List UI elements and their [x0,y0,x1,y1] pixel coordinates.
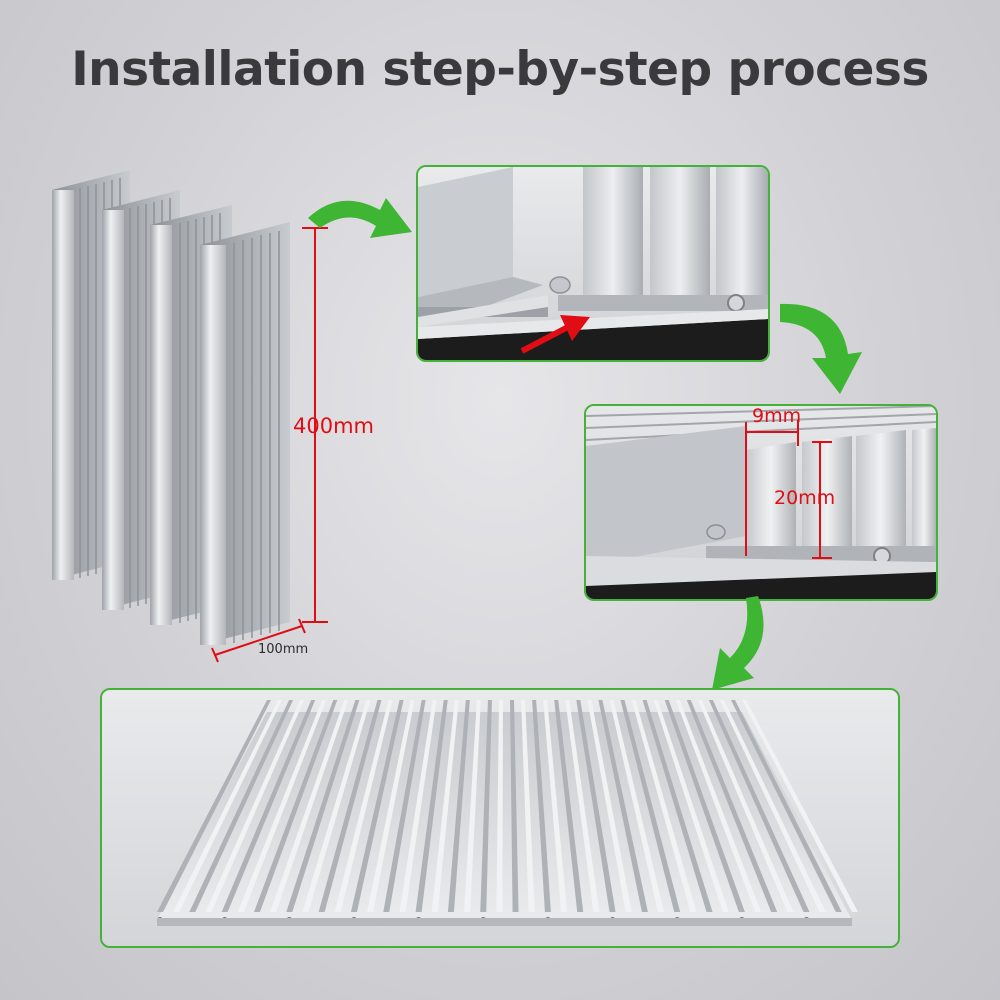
plate-fin [609,700,665,912]
plate-fin [464,700,481,912]
step-assembled-plate-panel [100,688,900,948]
plate-fin [253,700,338,912]
plate-fin [742,700,858,912]
plate-fin [270,700,349,912]
curved-arrow-icon [780,303,862,394]
width-dimension-label: 100mm [258,642,309,657]
plate-fin [367,700,415,912]
plate-fin [686,700,778,912]
plate-fin [521,700,535,912]
plate-fin [587,700,632,912]
step-joint-insert-panel [416,165,770,362]
plate-fin [221,700,316,912]
plate-fin [675,700,762,912]
plate-fin [543,700,568,912]
fin-profile [549,167,768,312]
plate-fin [496,700,503,912]
fin-gap-dimension-line [745,420,799,556]
plate-fin [189,700,294,912]
plate-fin [631,700,697,912]
plate-fin [447,700,470,912]
page-title: Installation step-by-step process [71,42,929,97]
plate-fin [576,700,616,912]
fin-height-dimension-line [812,441,832,559]
fin-height-dimension-label: 20mm [774,487,836,509]
plate-fin [664,700,745,912]
plate-fin [480,700,492,912]
step-joint-detail-panel [584,404,938,601]
plate-fin [431,700,459,912]
plate-fin [719,700,826,912]
plate-fin [730,700,842,912]
plate-fin [237,700,327,912]
plate-fin [708,700,810,912]
plate-fin [157,700,271,912]
heatsink-profile-4 [200,222,290,645]
plate-fin [302,700,371,912]
plate-fin [532,700,551,912]
plate-fin [350,700,404,912]
assembled-heatsink-plate [102,690,898,946]
plate-fin [205,700,305,912]
plate-fin [334,700,393,912]
plate-fin [565,700,600,912]
plate-fin [415,700,448,912]
plate-fin [510,700,519,912]
plate-fin [598,700,648,912]
curved-arrow-icon [712,596,764,690]
curved-arrow-icon [308,198,412,238]
plate-fin [554,700,584,912]
plate-fin [653,700,729,912]
red-arrow-icon [520,315,590,354]
plate-fin [399,700,437,912]
width-dimension-line [211,618,306,663]
plate-fin [173,700,283,912]
plate-fin [318,700,382,912]
plate-fin [620,700,681,912]
fin-profile [706,428,936,566]
plate-fin [697,700,794,912]
heatsink-profiles-illustration [40,160,380,670]
plate-fin [286,700,360,912]
length-dimension-line [302,227,328,623]
plate-fin [383,700,426,912]
length-dimension-label: 400mm [293,414,374,438]
fin-gap-dimension-label: 9mm [752,405,802,427]
plate-fin [642,700,713,912]
